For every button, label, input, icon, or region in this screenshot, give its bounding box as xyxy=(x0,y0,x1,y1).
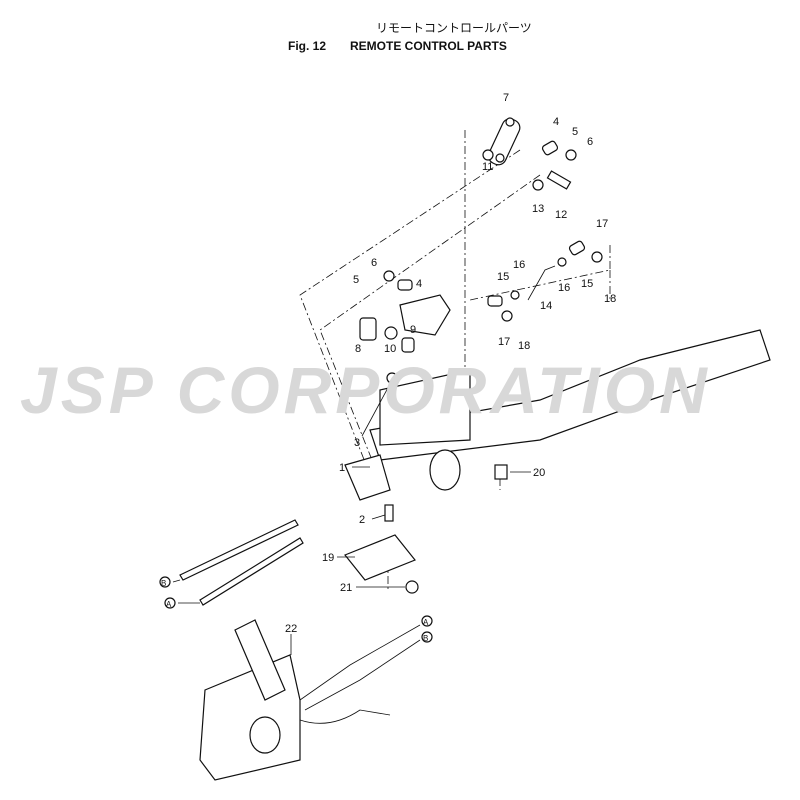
callout-15b: 15 xyxy=(497,271,509,283)
callout-15: 15 xyxy=(581,278,593,290)
callout-7: 7 xyxy=(503,92,509,104)
callout-5b: 5 xyxy=(353,274,359,286)
callout-3: 3 xyxy=(354,437,360,449)
pin-8 xyxy=(359,317,377,341)
collar-10 xyxy=(401,337,415,353)
callout-6b: 6 xyxy=(371,257,377,269)
callout-4b: 4 xyxy=(416,278,422,290)
callout-1: 1 xyxy=(339,462,345,474)
callout-4: 4 xyxy=(553,116,559,128)
rod-14 xyxy=(527,265,556,301)
link-arm-7 xyxy=(487,117,521,166)
wire-harness xyxy=(299,709,391,724)
joint-4b xyxy=(397,279,413,291)
remote-box-22 xyxy=(199,654,301,781)
washer-17 xyxy=(591,251,603,263)
bolt-2 xyxy=(384,504,394,522)
callout-19: 19 xyxy=(322,552,334,564)
callout-21: 21 xyxy=(340,582,352,594)
figure-number: Fig. 12 xyxy=(288,39,327,53)
washer-9 xyxy=(384,326,398,340)
washer-5b xyxy=(383,270,395,282)
sleeve xyxy=(429,449,461,491)
lever-bracket xyxy=(399,294,451,336)
nut-16 xyxy=(510,290,520,300)
callout-16b: 16 xyxy=(558,282,570,294)
callout-a-left: A xyxy=(166,600,172,609)
callout-a-right: A xyxy=(423,618,429,627)
cable-a-out xyxy=(299,624,421,701)
joint-15 xyxy=(568,240,586,256)
figure-title: REMOTE CONTROL PARTS xyxy=(350,39,507,53)
cable-b-out xyxy=(304,639,421,711)
callout-17b: 17 xyxy=(498,336,510,348)
callout-b-left: B xyxy=(161,579,166,588)
callout-labels: 7 4 5 6 11 13 12 17 15 18 16 14 16 15 17… xyxy=(159,92,616,643)
joint-4 xyxy=(541,140,559,156)
callout-13: 13 xyxy=(532,203,544,215)
callout-6: 6 xyxy=(587,136,593,148)
callout-9: 9 xyxy=(410,324,416,336)
callout-20: 20 xyxy=(533,467,545,479)
callout-11: 11 xyxy=(482,161,493,173)
cable-b xyxy=(179,519,299,581)
joint-15b xyxy=(487,295,503,307)
callout-22: 22 xyxy=(285,623,297,635)
callout-18b: 18 xyxy=(518,340,530,352)
plate-19 xyxy=(344,534,416,581)
callout-5: 5 xyxy=(572,126,578,138)
title-japanese: リモートコントロールパーツ xyxy=(376,21,532,35)
callout-b-right: B xyxy=(423,634,428,643)
control-lever xyxy=(234,619,286,701)
washer-13 xyxy=(532,179,544,191)
hub xyxy=(249,716,281,754)
callout-16: 16 xyxy=(513,259,525,271)
callout-14: 14 xyxy=(540,300,552,312)
callout-8: 8 xyxy=(355,343,361,355)
bolt-20 xyxy=(494,464,508,480)
bolt-12 xyxy=(546,170,572,190)
bracket-1 xyxy=(344,454,391,501)
cable-a xyxy=(199,537,304,606)
washer-17b xyxy=(501,310,513,322)
mount-block xyxy=(379,369,471,446)
nut-3 xyxy=(386,372,398,384)
washer-11 xyxy=(482,149,494,161)
nut-21 xyxy=(405,580,419,594)
callout-18: 18 xyxy=(604,293,616,305)
nut-16b xyxy=(557,257,567,267)
callout-12: 12 xyxy=(555,209,567,221)
washer-5 xyxy=(565,149,577,161)
callout-2: 2 xyxy=(359,514,365,526)
watermark: JSP CORPORATION xyxy=(20,353,711,427)
callout-17: 17 xyxy=(596,218,608,230)
callout-10: 10 xyxy=(384,343,396,355)
